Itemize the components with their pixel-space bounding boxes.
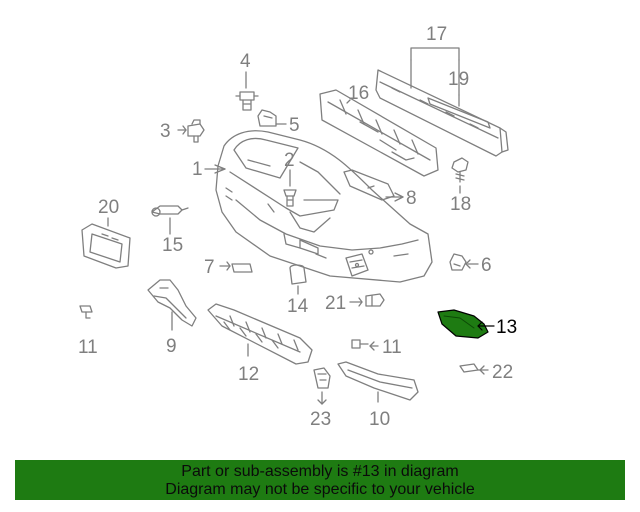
bumper-cover-1 [204, 130, 433, 283]
clip-4 [235, 71, 259, 111]
callout-12[interactable]: 12 [238, 364, 260, 385]
cover-22 [459, 363, 489, 375]
callout-19[interactable]: 19 [448, 69, 470, 90]
energy-absorber-16 [319, 89, 439, 177]
callout-18[interactable]: 18 [450, 194, 472, 215]
banner-line-2: Diagram may not be specific to your vehi… [165, 481, 475, 498]
license-bracket-20 [81, 217, 131, 269]
callout-11-left[interactable]: 11 [78, 337, 98, 358]
callout-2[interactable]: 2 [284, 150, 295, 171]
sensor-15 [151, 205, 189, 235]
seal-7 [219, 261, 253, 273]
callout-20[interactable]: 20 [98, 197, 120, 218]
callout-8[interactable]: 8 [406, 188, 417, 209]
callout-21[interactable]: 21 [325, 293, 347, 314]
highlighted-part-13[interactable] [437, 309, 495, 339]
callout-14[interactable]: 14 [287, 296, 309, 317]
callout-10[interactable]: 10 [369, 409, 391, 430]
callout-22[interactable]: 22 [492, 362, 514, 383]
lower-absorber-12 [207, 303, 313, 365]
callout-11-right[interactable]: 11 [382, 337, 402, 358]
clip-6 [449, 253, 479, 271]
bolt-18 [451, 157, 469, 194]
side-bracket-9 [147, 279, 197, 331]
reinforcement-bar-17 [375, 69, 509, 157]
clip-11-left [79, 305, 93, 319]
callout-9[interactable]: 9 [166, 336, 177, 357]
callout-1[interactable]: 1 [192, 159, 203, 180]
push-clip-2 [283, 169, 297, 207]
screw-3 [177, 119, 205, 143]
sensor-21 [349, 293, 385, 307]
info-banner: Part or sub-assembly is #13 in diagram D… [15, 460, 625, 500]
reinforcement-strip-19 [427, 94, 491, 129]
callout-16[interactable]: 16 [348, 83, 370, 104]
bracket-17 [410, 47, 460, 96]
callout-4[interactable]: 4 [240, 51, 251, 72]
callout-5[interactable]: 5 [289, 115, 300, 136]
lower-trim-10 [337, 361, 419, 403]
callout-13[interactable]: 13 [496, 317, 518, 338]
clip-11-right [351, 339, 379, 351]
callout-17[interactable]: 17 [426, 24, 448, 45]
callout-23[interactable]: 23 [310, 409, 332, 430]
sensor-bracket-23 [313, 367, 331, 405]
callout-6[interactable]: 6 [481, 255, 492, 276]
callout-15[interactable]: 15 [162, 235, 184, 256]
clip-5 [257, 109, 287, 127]
banner-line-1: Part or sub-assembly is #13 in diagram [181, 463, 459, 480]
callout-3[interactable]: 3 [160, 121, 171, 142]
callout-7[interactable]: 7 [204, 257, 215, 278]
bracket-plate-8 [343, 169, 404, 202]
cap-14 [289, 264, 307, 295]
